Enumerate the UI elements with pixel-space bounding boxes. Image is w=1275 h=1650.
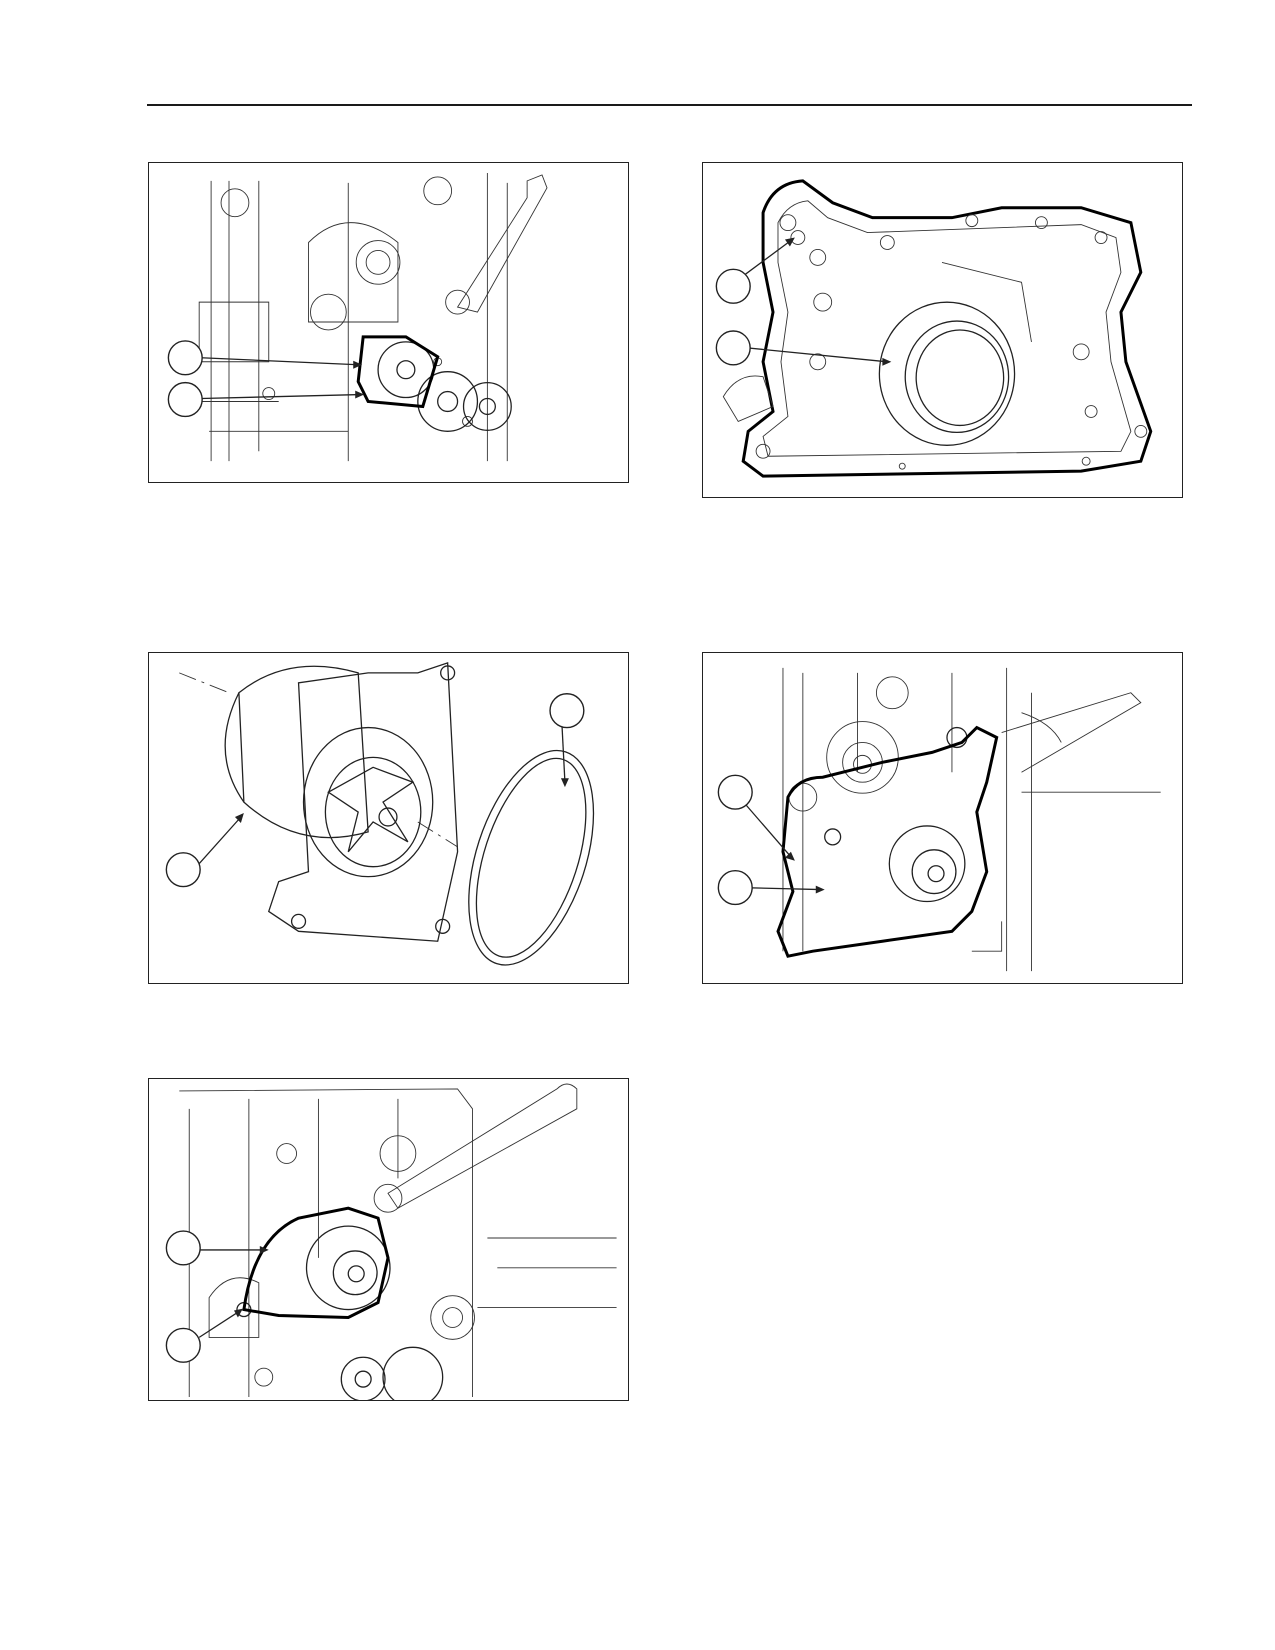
figure-front-cover-installed xyxy=(702,652,1183,984)
figure-front-cover-seal xyxy=(702,162,1183,498)
figure-water-pump-oring xyxy=(148,652,629,984)
header-rule xyxy=(147,104,1192,106)
figure-water-pump-installed xyxy=(148,1078,629,1401)
figure-oil-pump-bolts xyxy=(148,162,629,483)
